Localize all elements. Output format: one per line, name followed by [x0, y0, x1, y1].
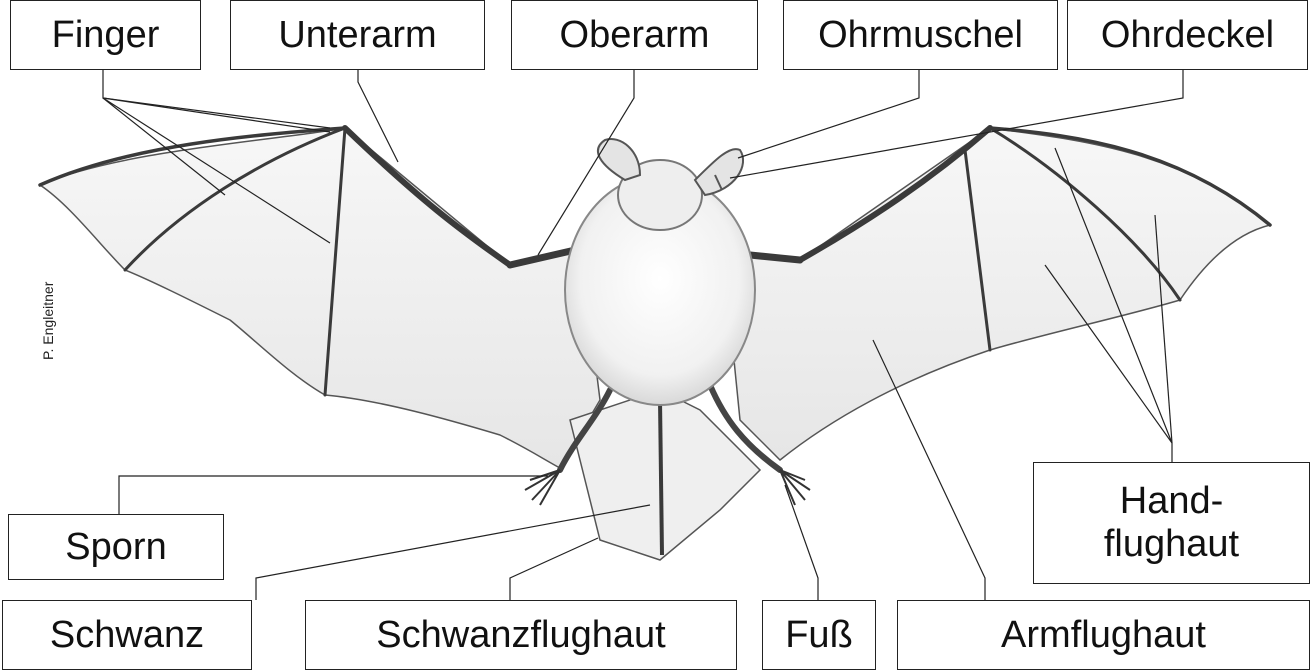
label-ohrmuschel: Ohrmuschel — [783, 0, 1058, 70]
tail-bone — [660, 400, 662, 555]
label-ohrdeckel: Ohrdeckel — [1067, 0, 1308, 70]
label-schwanzflughaut: Schwanzflughaut — [305, 600, 737, 670]
label-armflughaut: Armflughaut — [897, 600, 1310, 670]
label-oberarm: Oberarm — [511, 0, 758, 70]
right-ear — [695, 149, 743, 195]
left-ear — [598, 139, 640, 180]
right-wing-membrane — [730, 128, 1270, 460]
label-finger: Finger — [10, 0, 201, 70]
label-fuss: Fuß — [762, 600, 876, 670]
illustrator-credit: P. Engleitner — [40, 282, 56, 360]
tail-membrane — [570, 390, 760, 560]
label-schwanz: Schwanz — [2, 600, 252, 670]
label-handflughaut: Hand- flughaut — [1033, 462, 1310, 584]
left-wing-membrane — [40, 128, 600, 468]
label-unterarm: Unterarm — [230, 0, 485, 70]
label-sporn: Sporn — [8, 514, 224, 580]
